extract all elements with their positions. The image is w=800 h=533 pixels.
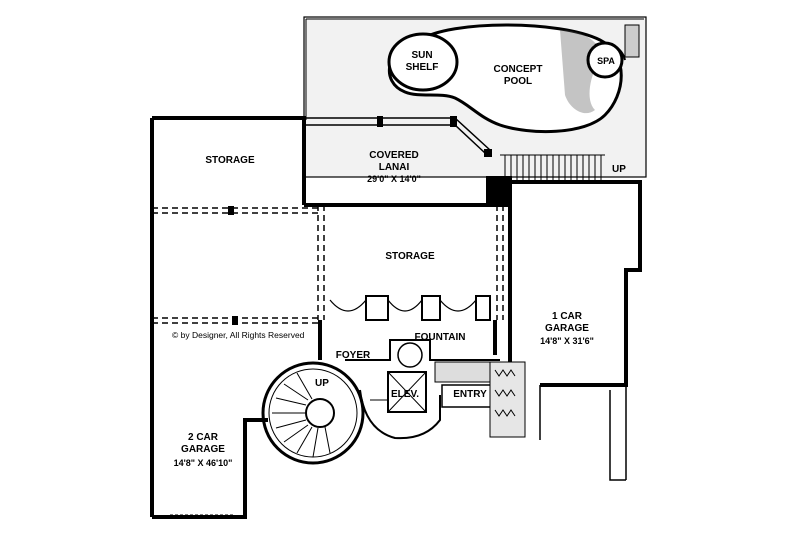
- up-pool-label: UP: [612, 164, 626, 175]
- covered-lanai-label-2: LANAI: [379, 162, 410, 173]
- two-car-garage-dims: 14'8" X 46'10": [174, 458, 233, 468]
- two-car-garage-label-2: GARAGE: [181, 444, 225, 455]
- storage-mid-label: STORAGE: [385, 251, 435, 262]
- foyer-details: [345, 339, 526, 440]
- columns: [228, 116, 512, 325]
- storage-arches: [329, 295, 491, 321]
- spiral-stair: [261, 361, 365, 465]
- two-car-garage-label-1: 2 CAR: [188, 432, 219, 443]
- sun-shelf-label-2: SHELF: [406, 62, 439, 73]
- concept-pool-label-1: CONCEPT: [494, 64, 543, 75]
- fountain-label: FOUNTAIN: [415, 332, 466, 343]
- concept-pool: [387, 23, 640, 133]
- dashed-lines: [152, 205, 504, 324]
- one-car-garage-label-1: 1 CAR: [552, 311, 583, 322]
- foyer-label: FOYER: [336, 350, 371, 361]
- one-car-garage-dims: 14'8" X 31'6": [540, 336, 594, 346]
- concept-pool-label-2: POOL: [504, 76, 532, 87]
- entry-label: ENTRY: [453, 389, 487, 400]
- copyright-text: © by Designer, All Rights Reserved: [172, 330, 305, 340]
- up-stair-label: UP: [315, 378, 329, 389]
- storage-top-label: STORAGE: [205, 155, 255, 166]
- spa-label: SPA: [597, 56, 615, 66]
- pool-steps: [500, 154, 605, 180]
- covered-lanai-label-1: COVERED: [369, 150, 418, 161]
- sun-shelf-label-1: SUN: [411, 50, 432, 61]
- room-labels: SUN SHELF CONCEPT POOL SPA UP STORAGE CO…: [172, 50, 626, 468]
- covered-lanai-dims: 29'0" X 14'0": [367, 174, 421, 184]
- one-car-garage-label-2: GARAGE: [545, 323, 589, 334]
- elev-label: ELEV.: [391, 389, 419, 400]
